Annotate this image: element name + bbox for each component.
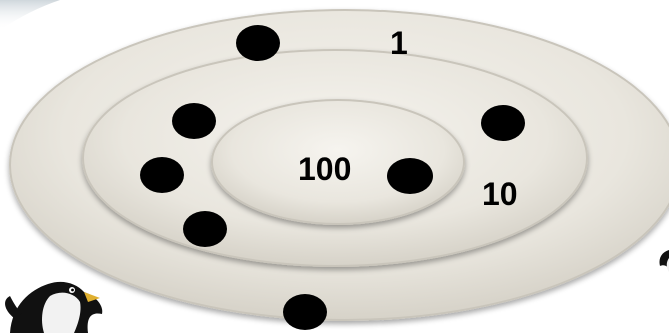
penguin-left-icon [5,282,102,333]
middle-ring-dot [172,103,216,139]
middle-ring-dot [481,105,525,141]
corner-glow [0,0,60,30]
middle-ring-label: 10 [482,176,518,212]
outer-ring-dot [236,25,280,61]
middle-ring-dot [140,157,184,193]
outer-ring-dot [283,294,327,330]
inner-ring-label: 100 [298,151,351,187]
middle-ring-dot [183,211,227,247]
inner-ring-dot [387,158,433,194]
penguin-right-icon [659,250,669,272]
outer-ring-label: 1 [390,25,408,61]
